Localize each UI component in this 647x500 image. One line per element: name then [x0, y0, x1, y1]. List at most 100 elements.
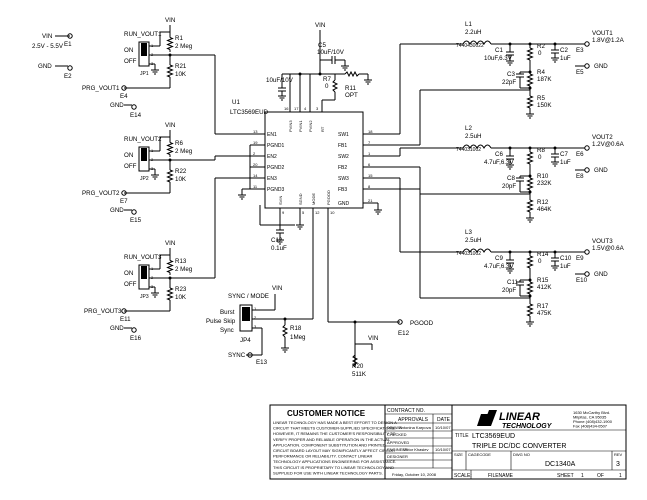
inductor — [462, 248, 492, 253]
address-line-3: Phone (408)432-1900 — [573, 419, 613, 424]
pin-name: PVIN1 — [298, 120, 303, 132]
pin-name: SW2 — [338, 154, 349, 160]
pin-name: PVIN3 — [288, 120, 293, 132]
rb-value: 10K — [175, 176, 187, 183]
title-block: CUSTOMER NOTICE LINEAR TECHNOLOGY HAS MA… — [269, 404, 627, 480]
jumper-header[interactable] — [138, 264, 150, 290]
sync-mode-section: SYNC / MODE VIN Burst Pulse Skip Sync 1 … — [206, 208, 314, 366]
run-gnd-label: GND — [110, 325, 124, 332]
address-line-2: Milpitas, CA 95035 — [573, 415, 607, 420]
notice-line: CIRCUIT BOARD LAYOUT MAY SIGNIFICANTLY A… — [273, 448, 396, 453]
vin-range-label: 2.5V - 5.5V — [32, 43, 64, 50]
run-vin-label: VIN — [165, 122, 175, 129]
ic-pin-bottom: PGOOD 10 — [326, 190, 335, 215]
vout-e-label: E9 — [576, 255, 584, 262]
pin-number: 17 — [294, 106, 299, 111]
engineer-date: 10/10/07 — [435, 447, 451, 452]
pin-number: 20 — [253, 162, 258, 167]
pin-number: 21 — [368, 198, 373, 203]
pulse-skip-label: Pulse Skip — [206, 318, 236, 325]
jumper-shunt[interactable] — [141, 43, 147, 56]
scale-label: SCALE: — [454, 473, 472, 479]
jp4-label: JP4 — [240, 337, 251, 344]
pin-name: RT — [320, 126, 325, 132]
ic-pin-top: RT 3 — [316, 106, 325, 132]
company-name: LINEAR — [499, 411, 540, 423]
rbot-value: 150K — [537, 102, 552, 109]
run-gnd-label: GND — [110, 207, 124, 214]
e1-terminal — [67, 33, 73, 39]
approved-label: APPROVED — [387, 440, 409, 445]
designer-label: DESIGNER — [387, 454, 408, 459]
vout-value: 1.8V@1.2A — [592, 37, 625, 44]
pin-name: SW1 — [338, 132, 349, 138]
cagecode-hdr: CAGECODE — [468, 452, 491, 457]
e13-label: E13 — [256, 359, 268, 366]
rfb-label: R4 — [537, 69, 545, 76]
pin-name: MODE — [311, 193, 316, 205]
rsense-value: 0 — [538, 50, 542, 57]
out-gnd-e-label: E5 — [576, 69, 584, 76]
cff-label: C11 — [507, 279, 518, 286]
pin-number: 10 — [330, 210, 335, 215]
ic-pin-bottom: MODE 12 — [311, 193, 320, 215]
sync-net-label: SYNC — [228, 352, 246, 359]
jumper-header[interactable] — [138, 41, 150, 67]
pin-name: SGND — [298, 193, 303, 205]
pin-name: PGND3 — [267, 187, 284, 193]
cff-label: C3 — [507, 71, 515, 78]
jumper-shunt[interactable] — [141, 148, 147, 161]
pin-name: PVIN2 — [308, 120, 313, 132]
pin-number: 18 — [368, 129, 373, 134]
off-label: OFF — [124, 163, 137, 170]
c2-value: 1uF — [560, 263, 571, 270]
ra-label: R13 — [175, 258, 187, 265]
prg-e-label: E4 — [120, 93, 128, 100]
pin-name: PGOOD — [326, 190, 331, 205]
pin-number: 3 — [316, 106, 319, 111]
gnd-e-label: E14 — [130, 112, 142, 119]
jumper-header[interactable] — [138, 146, 150, 172]
company-logo: LINEAR TECHNOLOGY — [477, 410, 553, 430]
cff-value: 22pF — [502, 79, 516, 86]
ic-pins: 13EN119PGND12EN220PGND214EN311PGND318SW1… — [238, 106, 382, 215]
jumper-shunt[interactable] — [141, 266, 147, 279]
pin-name: EN1 — [267, 132, 277, 138]
run-net-label: RUN_VOUT3 — [124, 254, 162, 261]
vin-label: VIN — [42, 33, 52, 40]
rfb-value: 187K — [537, 76, 552, 83]
pin-name: SVIN — [278, 196, 283, 205]
notice-line: LINEAR TECHNOLOGY HAS MADE A BEST EFFORT… — [273, 420, 397, 425]
date-hdr: DATE — [437, 417, 451, 423]
c2-value: 1uF — [560, 55, 571, 62]
c2-label: C2 — [560, 47, 568, 54]
pin-name: FB1 — [338, 143, 347, 149]
sheet-number: 1 — [581, 473, 584, 479]
off-label: OFF — [124, 281, 137, 288]
address-line-1: 1630 McCarthy Blvd. — [573, 410, 610, 415]
e13-terminal — [247, 352, 253, 358]
out-gnd-e-label: E10 — [576, 277, 588, 284]
notice-line: THIS CIRCUIT IS PROPRIETARY TO LINEAR TE… — [273, 465, 394, 470]
rb-value: 10K — [175, 294, 187, 301]
top-input-network: VIN C5 10uF/10V 10uF/10V R7 0 — [266, 22, 372, 112]
pin-number: 14 — [253, 173, 258, 178]
output-stage-1: L12.2uH7440430022C110uF,6.3VR20R4187KC32… — [378, 21, 625, 146]
cout-label: C9 — [495, 255, 503, 262]
rsense-value: 0 — [538, 258, 542, 265]
rbot-value: 464K — [537, 206, 552, 213]
jp4-jumper[interactable] — [242, 307, 250, 321]
pin-number: 7 — [368, 140, 371, 145]
run-net-label: RUN_VOUT2 — [124, 136, 162, 143]
run-gnd-label: GND — [110, 102, 124, 109]
pin-number: 12 — [315, 210, 320, 215]
jp4-header[interactable] — [239, 304, 253, 332]
on-label: ON — [124, 152, 133, 159]
gnd-terminal — [131, 104, 137, 110]
